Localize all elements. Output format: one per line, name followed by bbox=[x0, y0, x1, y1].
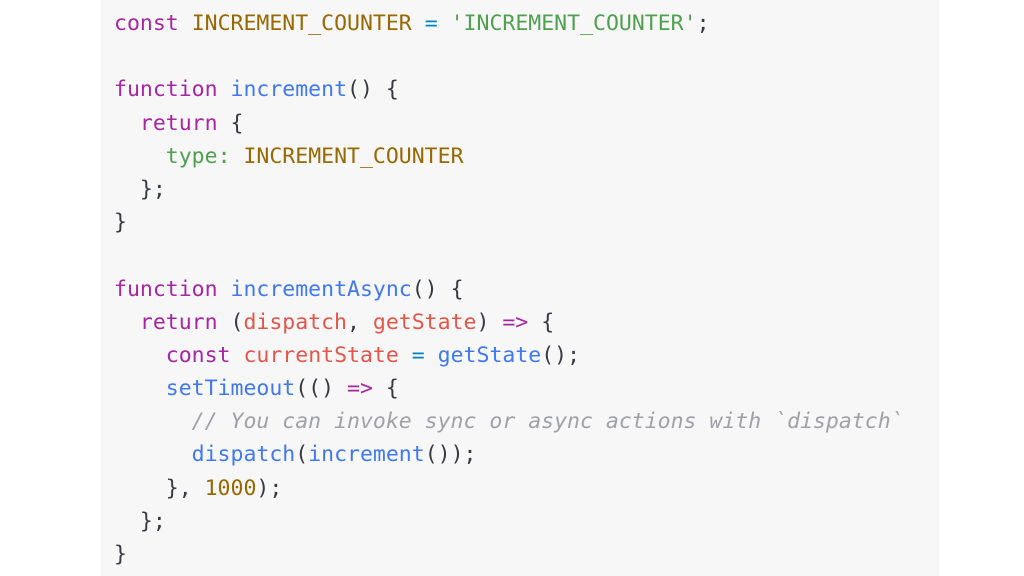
code-function-name: increment bbox=[230, 77, 348, 103]
code-punctuation bbox=[114, 343, 166, 368]
code-constant: INCREMENT_COUNTER bbox=[191, 11, 412, 36]
code-punctuation: }; bbox=[114, 508, 166, 534]
code-operator: = bbox=[424, 11, 438, 36]
code-operator: = bbox=[411, 342, 425, 368]
code-line: function incrementAsync() { bbox=[114, 273, 904, 306]
code-punctuation bbox=[114, 111, 140, 136]
code-punctuation bbox=[399, 343, 412, 368]
code-punctuation: } bbox=[114, 210, 127, 236]
code-punctuation: ( bbox=[295, 442, 309, 468]
code-parameter: dispatch bbox=[243, 309, 348, 335]
code-punctuation bbox=[114, 442, 192, 467]
code-keyword: => bbox=[347, 376, 373, 402]
code-string: 'INCREMENT_COUNTER' bbox=[450, 11, 697, 36]
code-punctuation: ; bbox=[696, 11, 710, 36]
code-line: return (dispatch, getState) => { bbox=[114, 306, 904, 339]
code-punctuation bbox=[179, 11, 192, 36]
code-line: return { bbox=[114, 107, 904, 140]
code-function-name: getState bbox=[437, 342, 542, 368]
code-punctuation bbox=[231, 144, 244, 169]
code-parameter: currentState bbox=[243, 342, 399, 368]
code-punctuation: { bbox=[372, 376, 399, 402]
code-keyword: function bbox=[114, 276, 218, 302]
code-line: type: INCREMENT_COUNTER bbox=[114, 140, 904, 173]
code-punctuation: , bbox=[347, 309, 373, 335]
code-punctuation: ( bbox=[217, 309, 244, 335]
code-punctuation: ); bbox=[256, 475, 283, 501]
code-block: const INCREMENT_COUNTER = 'INCREMENT_COU… bbox=[114, 7, 904, 571]
code-punctuation bbox=[114, 144, 166, 169]
code-line: setTimeout(() => { bbox=[114, 372, 904, 405]
code-punctuation bbox=[231, 343, 244, 368]
code-punctuation: ()); bbox=[424, 442, 477, 468]
code-punctuation bbox=[218, 77, 231, 102]
code-punctuation bbox=[114, 376, 166, 401]
code-line bbox=[114, 40, 904, 73]
code-number: 1000 bbox=[204, 475, 257, 501]
code-line: }, 1000); bbox=[114, 472, 904, 505]
code-punctuation: { bbox=[528, 309, 555, 335]
code-punctuation: ) bbox=[476, 309, 503, 335]
code-keyword: const bbox=[165, 342, 231, 368]
code-line: // You can invoke sync or async actions … bbox=[114, 405, 904, 438]
code-function-name: dispatch bbox=[191, 442, 296, 468]
code-punctuation: } bbox=[114, 542, 127, 567]
code-punctuation: () { bbox=[347, 77, 399, 103]
code-line: }; bbox=[114, 173, 904, 206]
code-comment: // You can invoke sync or async actions … bbox=[191, 409, 904, 435]
code-punctuation: { bbox=[217, 110, 244, 136]
code-line: } bbox=[114, 538, 904, 571]
code-function-name: setTimeout bbox=[165, 376, 296, 402]
code-keyword: function bbox=[114, 77, 218, 103]
code-line: const INCREMENT_COUNTER = 'INCREMENT_COU… bbox=[114, 7, 904, 40]
code-punctuation bbox=[412, 11, 425, 36]
code-function-name: incrementAsync bbox=[230, 276, 412, 302]
code-punctuation bbox=[218, 277, 231, 302]
code-constant: INCREMENT_COUNTER bbox=[243, 143, 464, 169]
code-punctuation: }; bbox=[114, 176, 166, 202]
code-punctuation bbox=[114, 409, 192, 434]
code-punctuation: () { bbox=[411, 276, 464, 302]
code-line: }; bbox=[114, 505, 904, 538]
code-line: dispatch(increment()); bbox=[114, 438, 904, 471]
code-punctuation bbox=[438, 11, 451, 36]
code-property: : bbox=[217, 143, 231, 169]
code-line bbox=[114, 239, 904, 272]
code-keyword: const bbox=[114, 11, 179, 36]
code-property: type bbox=[165, 143, 218, 169]
code-keyword: => bbox=[502, 309, 529, 335]
code-parameter: getState bbox=[372, 309, 477, 335]
code-line: } bbox=[114, 206, 904, 239]
code-punctuation: (() bbox=[295, 376, 348, 402]
code-function-name: increment bbox=[308, 442, 425, 468]
code-punctuation bbox=[114, 310, 140, 335]
code-punctuation: (); bbox=[541, 342, 581, 368]
code-keyword: return bbox=[139, 110, 218, 136]
code-keyword: return bbox=[139, 309, 218, 335]
code-punctuation: }, bbox=[114, 475, 205, 501]
code-line: function increment() { bbox=[114, 73, 904, 106]
code-block-background bbox=[101, 0, 939, 576]
code-punctuation bbox=[425, 343, 438, 368]
code-line: const currentState = getState(); bbox=[114, 339, 904, 372]
